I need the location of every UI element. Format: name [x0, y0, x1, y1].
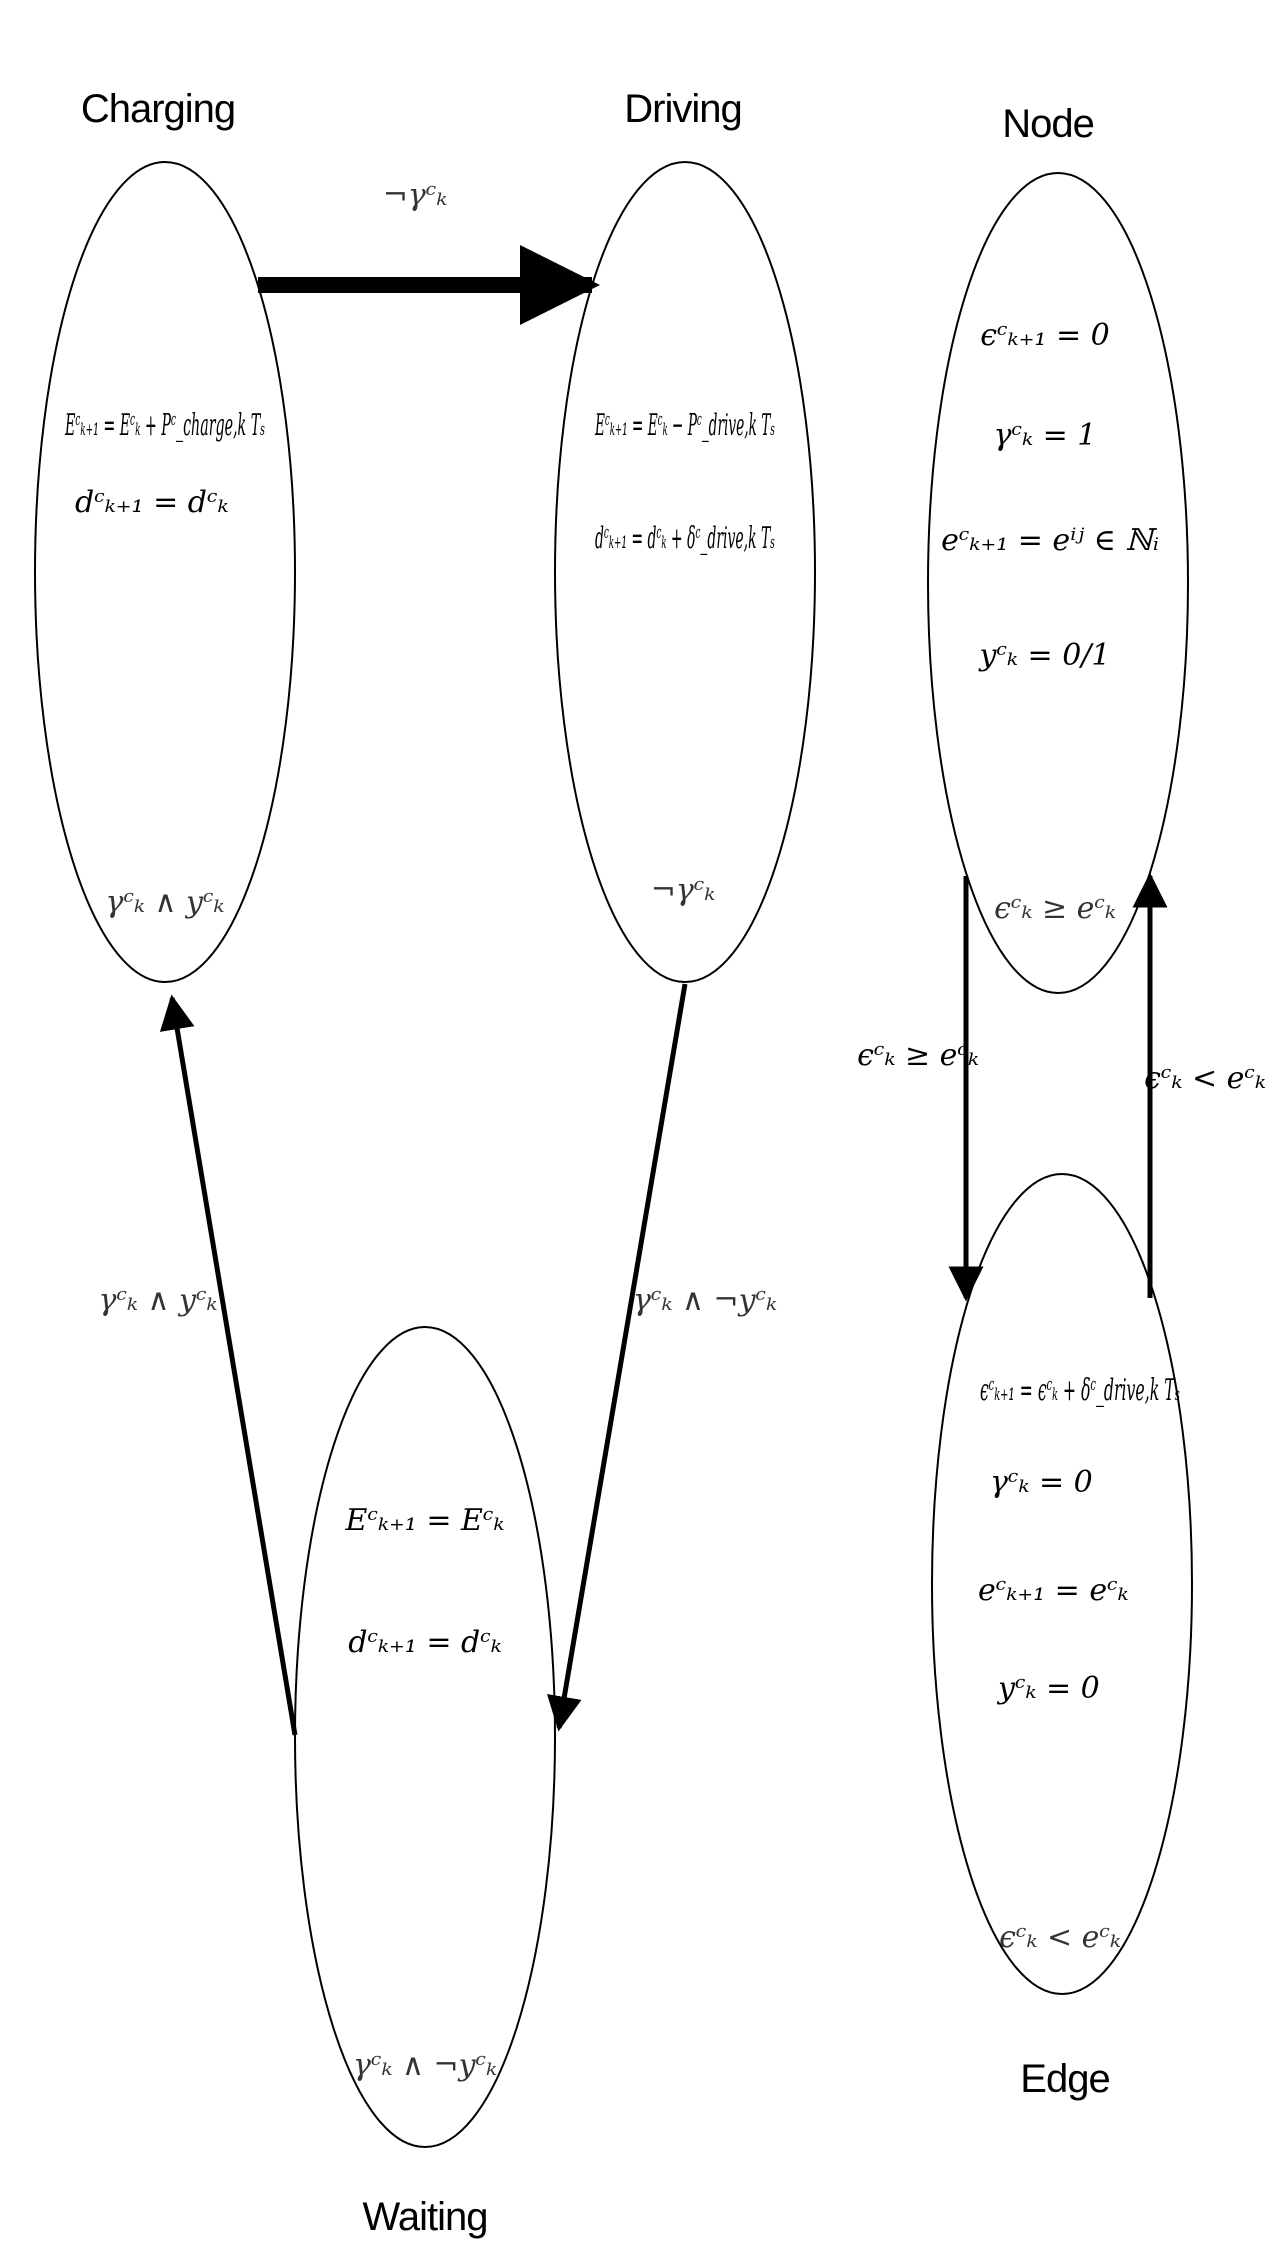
- state-charging-distance-eq: dᶜₖ₊₁ = dᶜₖ: [75, 485, 229, 520]
- state-node: Node ϵᶜₖ₊₁ = 0 γᶜₖ = 1 eᶜₖ₊₁ = eⁱʲ ∈ ℕᵢ …: [927, 102, 1189, 994]
- state-edge: ϵᶜₖ₊₁ = ϵᶜₖ + δᶜ_drive,k Tₛ γᶜₖ = 0 eᶜₖ₊…: [931, 1173, 1193, 2101]
- state-edge-ellipse: [931, 1173, 1193, 1995]
- state-node-y-eq: yᶜₖ = 0/1: [978, 638, 1111, 673]
- state-edge-title: Edge: [1020, 2057, 1109, 2101]
- state-edge-guard: ϵᶜₖ < eᶜₖ: [999, 1920, 1121, 1955]
- arrow-waiting-to-charging: [159, 994, 298, 1736]
- state-driving: Driving Eᶜₖ₊₁ = Eᶜₖ − Pᶜ_drive,k Tₛ dᶜₖ₊…: [554, 87, 816, 983]
- state-node-epsilon-eq: ϵᶜₖ₊₁ = 0: [980, 318, 1109, 353]
- state-charging-title: Charging: [81, 87, 235, 131]
- state-edge-gamma-eq: γᶜₖ = 0: [990, 1465, 1093, 1500]
- state-waiting-energy-eq: Eᶜₖ₊₁ = Eᶜₖ: [345, 1503, 505, 1538]
- state-charging: Charging Eᶜₖ₊₁ = Eᶜₖ + Pᶜ_charge,k Tₛ dᶜ…: [34, 87, 296, 983]
- arrow-driving-to-waiting: [547, 983, 688, 1732]
- state-charging-energy-eq: Eᶜₖ₊₁ = Eᶜₖ + Pᶜ_charge,k Tₛ: [65, 408, 265, 443]
- transition-waiting-to-charging-label: γᶜₖ ∧ yᶜₖ: [99, 1283, 218, 1318]
- transition-waiting-to-charging: γᶜₖ ∧ yᶜₖ: [99, 994, 298, 1736]
- state-edge-epsilon-eq: ϵᶜₖ₊₁ = ϵᶜₖ + δᶜ_drive,k Tₛ: [980, 1373, 1180, 1408]
- state-waiting-distance-eq: dᶜₖ₊₁ = dᶜₖ: [348, 1625, 502, 1660]
- transition-charging-to-driving-label: ¬γᶜₖ: [383, 178, 448, 213]
- state-driving-title: Driving: [624, 87, 741, 131]
- state-waiting-guard: γᶜₖ ∧ ¬yᶜₖ: [353, 2048, 497, 2083]
- transition-driving-to-waiting: γᶜₖ ∧ ¬yᶜₖ: [547, 983, 777, 1732]
- state-waiting-ellipse: [294, 1326, 556, 2148]
- state-waiting-title: Waiting: [363, 2195, 488, 2239]
- state-driving-ellipse: [554, 161, 816, 983]
- state-charging-guard: γᶜₖ ∧ yᶜₖ: [106, 885, 225, 920]
- state-driving-guard: ¬γᶜₖ: [651, 873, 716, 908]
- state-node-title: Node: [1002, 102, 1094, 146]
- transition-driving-to-waiting-label: γᶜₖ ∧ ¬yᶜₖ: [633, 1283, 777, 1318]
- state-node-gamma-eq: γᶜₖ = 1: [994, 418, 1097, 453]
- transition-node-to-edge: ϵᶜₖ ≥ eᶜₖ: [857, 876, 984, 1302]
- state-driving-distance-eq: dᶜₖ₊₁ = dᶜₖ + δᶜ_drive,k Tₛ: [595, 521, 775, 556]
- transition-edge-to-node: ϵᶜₖ < eᶜₖ: [1132, 872, 1265, 1298]
- state-node-edge-eq: eᶜₖ₊₁ = eⁱʲ ∈ ℕᵢ: [941, 523, 1159, 558]
- state-edge-edge-eq: eᶜₖ₊₁ = eᶜₖ: [978, 1573, 1129, 1608]
- state-node-guard: ϵᶜₖ ≥ eᶜₖ: [994, 891, 1116, 926]
- state-edge-y-eq: yᶜₖ = 0: [996, 1671, 1100, 1706]
- state-driving-energy-eq: Eᶜₖ₊₁ = Eᶜₖ − Pᶜ_drive,k Tₛ: [595, 408, 775, 443]
- transition-node-to-edge-label: ϵᶜₖ ≥ eᶜₖ: [857, 1038, 979, 1073]
- transition-edge-to-node-label: ϵᶜₖ < eᶜₖ: [1144, 1061, 1265, 1096]
- transition-charging-to-driving: ¬γᶜₖ: [258, 178, 600, 325]
- state-node-ellipse: [927, 172, 1189, 994]
- state-charging-ellipse: [34, 161, 296, 983]
- state-waiting: Eᶜₖ₊₁ = Eᶜₖ dᶜₖ₊₁ = dᶜₖ γᶜₖ ∧ ¬yᶜₖ Waiti…: [294, 1326, 556, 2239]
